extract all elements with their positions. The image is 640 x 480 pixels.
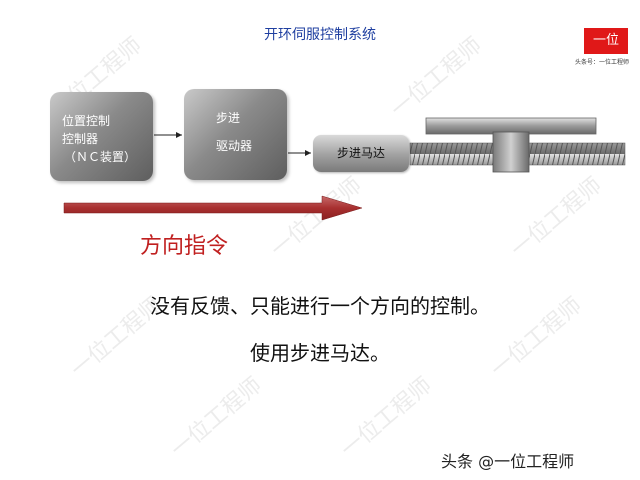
- controller-label-line: 控制器: [62, 132, 99, 146]
- controller-label-line: （ＮＣ装置）: [64, 150, 137, 164]
- direction-arrow: [63, 195, 363, 221]
- position-controller-box: 位置控制 控制器 （ＮＣ装置）: [50, 92, 153, 181]
- stepper-motor-box: 步进马达: [313, 135, 409, 172]
- page-title: 开环伺服控制系统: [264, 27, 376, 43]
- description-line-2: 使用步进马达。: [250, 341, 390, 365]
- direction-label: 方向指令: [140, 234, 229, 259]
- description-line-1: 没有反馈、只能进行一个方向的控制。: [150, 294, 490, 318]
- logo-caption: 头条号：一位工程师: [574, 59, 629, 66]
- stepper-driver-box: 步进 驱动器: [184, 89, 287, 180]
- ball-nut: [492, 131, 530, 173]
- controller-label-line: 位置控制: [62, 114, 111, 128]
- driver-label-line: 步进: [216, 111, 241, 125]
- logo: 一位: [584, 28, 628, 54]
- driver-label-line: 驱动器: [216, 139, 253, 153]
- footer-credit: 头条 @一位工程师: [441, 452, 575, 471]
